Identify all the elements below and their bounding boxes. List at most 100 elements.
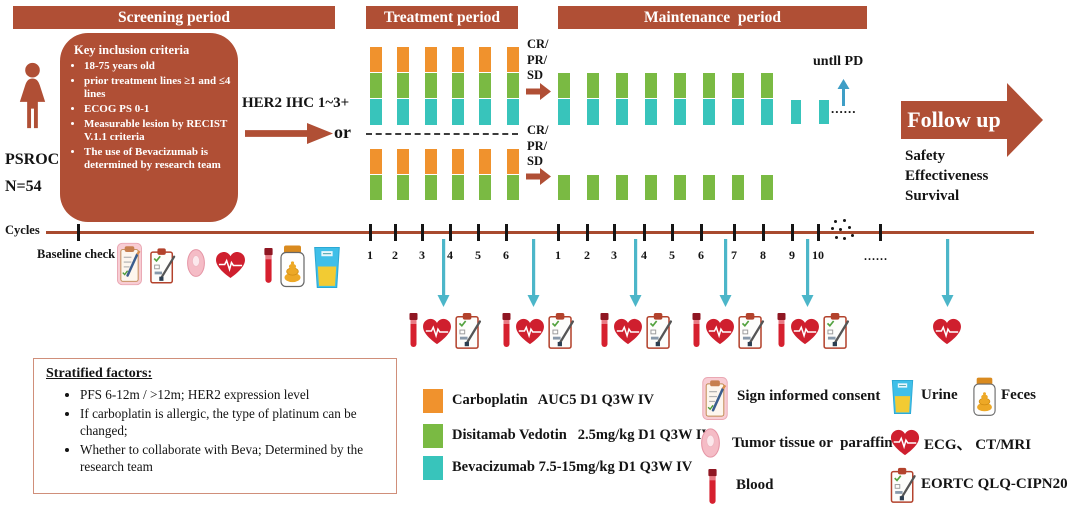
- timeline-tick: [586, 224, 589, 241]
- maintenance-arm1-bar: [558, 99, 570, 125]
- timeline-dot: [848, 226, 852, 230]
- treatment-arm2-bar: [397, 175, 409, 200]
- eortc-questionnaire-icon: [548, 312, 575, 350]
- feces-icon: [973, 376, 996, 417]
- timeline-tick: [613, 224, 616, 241]
- timeline-tick: [394, 224, 397, 241]
- ecg-heart-icon: [515, 318, 545, 345]
- timeline-dot: [834, 220, 838, 224]
- cohort-name: PSROC: [5, 151, 60, 168]
- maintenance-arm1-bar: [558, 73, 570, 98]
- treatment-arm2-bar: [507, 149, 519, 174]
- blood-tube-icon: [263, 247, 274, 286]
- timeline-ellipsis: ......: [864, 249, 888, 263]
- blood-tube-icon: [691, 312, 702, 350]
- timeline-dot: [851, 234, 855, 238]
- carboplatin-legend-label: Carboplatin AUC5 D1 Q3W IV: [452, 392, 654, 408]
- stratified-factors-box: Stratified factors: PFS 6-12m / >12m; HE…: [33, 358, 397, 494]
- maintenance-arm1-bar: [732, 99, 744, 125]
- tick-label: 2: [584, 248, 590, 262]
- right-arrow-icon: [526, 83, 551, 100]
- inclusion-item: prior treatment lines ≥1 and ≤4 lines: [84, 75, 234, 102]
- treatment-arm1-bar: [452, 73, 464, 98]
- maintenance-arm1-bar: [616, 73, 628, 98]
- treatment-arm1-bar: [507, 47, 519, 72]
- until-pd-label: untll PD: [813, 54, 864, 69]
- ecg-heart-icon: [705, 318, 735, 345]
- treatment-arm2-bar: [425, 175, 437, 200]
- treatment-arm2-bar: [479, 149, 491, 174]
- carboplatin-swatch: [423, 389, 443, 413]
- follow-up-outcomes: Safety Effectiveness Survival: [905, 146, 988, 206]
- timeline-tick: [700, 224, 703, 241]
- follow-up-item: Effectiveness: [905, 168, 989, 184]
- treatment-arm2-bar: [452, 149, 464, 174]
- treatment-arm1-bar: [370, 73, 382, 98]
- timeline-tick: [449, 224, 452, 241]
- urine-icon: [313, 246, 341, 289]
- blood-tube-icon: [599, 312, 610, 350]
- treatment-arm1-bar: [479, 73, 491, 98]
- timeline-tick: [643, 224, 646, 241]
- tick-label: 7: [731, 248, 737, 262]
- tick-label: 6: [503, 248, 509, 262]
- treatment-arm2-bar: [452, 175, 464, 200]
- tick-label: 9: [789, 248, 795, 262]
- follow-up-arrow: Follow up: [901, 83, 1043, 157]
- down-arrow-icon: [941, 239, 954, 307]
- bevacizumab-legend-label: Bevacizumab 7.5-15mg/kg D1 Q3W IV: [452, 459, 693, 475]
- ecg-heart-icon: [613, 318, 643, 345]
- inclusion-criteria-box: Key inclusion criteria 18-75 years old p…: [60, 33, 238, 222]
- maintenance-arm2-bar: [732, 175, 744, 200]
- maintenance-arm2-bar: [616, 175, 628, 200]
- stratified-title: Stratified factors:: [46, 366, 153, 381]
- treatment-arm1-bar: [452, 47, 464, 72]
- tumor-tissue-icon: [701, 428, 720, 458]
- legend-blood-label: Blood: [736, 477, 774, 493]
- treatment-arm1-bar: [452, 99, 464, 125]
- inclusion-item: 18-75 years old: [84, 60, 234, 74]
- maintenance-arm1-bar: [645, 73, 657, 98]
- maintenance-arm1-bar: [616, 99, 628, 125]
- inclusion-item: Measurable lesion by RECIST V.1.1 criter…: [84, 118, 234, 145]
- disitamab-legend-label: Disitamab Vedotin 2.5mg/kg D1 Q3W IV: [452, 427, 712, 443]
- treatment-arm1-bar: [507, 99, 519, 125]
- timeline-tick: [817, 224, 820, 241]
- response-line: PR/: [527, 52, 548, 67]
- legend-consent-label: Sign informed consent: [737, 388, 881, 404]
- tick-label: 4: [641, 248, 647, 262]
- blood-tube-icon: [408, 312, 419, 350]
- eortc-questionnaire-icon: [738, 312, 765, 350]
- screening-period-header: Screening period: [13, 6, 335, 29]
- treatment-arm1-bar: [397, 47, 409, 72]
- ecg-heart-icon: [422, 318, 452, 345]
- timeline-tick: [77, 224, 80, 241]
- assessment-icon-group: [408, 310, 482, 352]
- stratified-item: Whether to collaborate with Beva; Determ…: [80, 441, 390, 476]
- tick-label: 2: [392, 248, 398, 262]
- treatment-arm2-bar: [370, 175, 382, 200]
- follow-up-label: Follow up: [907, 107, 1001, 132]
- her2-label: HER2 IHC 1~3+: [242, 95, 350, 111]
- timeline-tick: [505, 224, 508, 241]
- maintenance-arm1-bar: [587, 73, 599, 98]
- maintenance-arm1-bar: [674, 99, 686, 125]
- assessment-icon-group: [776, 310, 850, 352]
- consent-icon: [702, 377, 728, 420]
- assessment-icon-group: [932, 310, 962, 352]
- tick-label: 1: [555, 248, 561, 262]
- cohort-size: N=54: [5, 178, 42, 195]
- treatment-arm2-bar: [370, 149, 382, 174]
- blood-tube-icon: [776, 312, 787, 350]
- response-criteria-top: CR/ PR/ SD: [527, 37, 549, 84]
- feces-icon: [280, 244, 305, 288]
- down-arrow-icon: [801, 239, 814, 307]
- timeline-dot: [843, 219, 847, 223]
- response-line: SD: [527, 154, 543, 168]
- response-line: CR/: [527, 123, 549, 137]
- eortc-questionnaire-icon: [823, 312, 850, 350]
- bevacizumab-swatch: [423, 456, 443, 480]
- blood-tube-icon: [501, 312, 512, 350]
- maintenance-arm1-bar: [674, 73, 686, 98]
